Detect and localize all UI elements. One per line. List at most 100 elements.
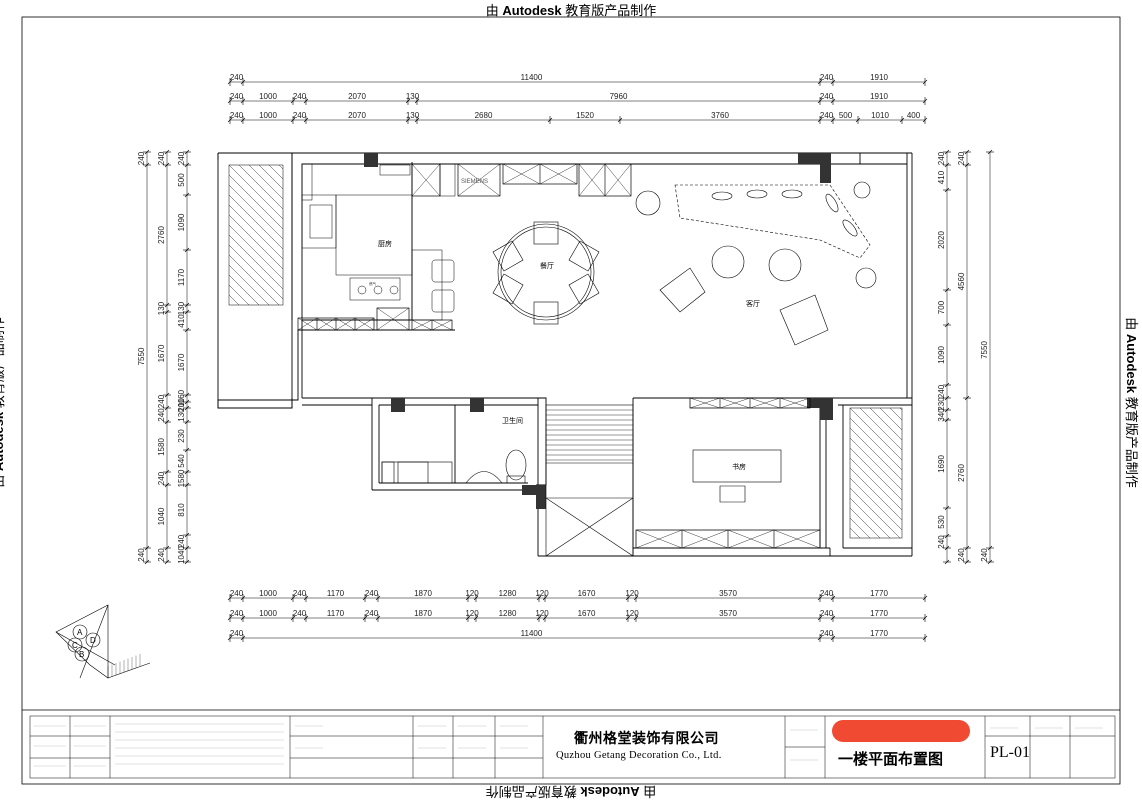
right-dim-text: 340 <box>937 408 946 422</box>
bottom-dim-text: 1770 <box>870 589 888 598</box>
left-dim-text: 2760 <box>157 226 166 244</box>
top-dim-text: 2070 <box>348 111 366 120</box>
left-dim-text: 130 <box>177 408 186 422</box>
bottom-dim-text: 120 <box>625 589 639 598</box>
bottom-dim-text: 240 <box>820 609 834 618</box>
watermark-top: 由 Autodesk 教育版产品制作 <box>485 3 657 18</box>
fridge-brand-label: SIEMENS <box>461 179 488 185</box>
left-dim-text: 1090 <box>177 213 186 231</box>
right-dim-text: 4560 <box>957 272 966 290</box>
right-dim-text: 240 <box>937 384 946 398</box>
right-dim-text: 1090 <box>937 346 946 364</box>
left-dim-text: 1170 <box>177 268 186 286</box>
bottom-dim-text: 120 <box>465 609 479 618</box>
right-dim-text: 530 <box>937 515 946 529</box>
left-dim-text: 1040 <box>177 546 186 564</box>
bottom-dim-text: 240 <box>293 609 307 618</box>
top-dim-text: 1000 <box>259 92 277 101</box>
bottom-dim-text: 1280 <box>499 609 517 618</box>
bottom-dim-text: 120 <box>465 589 479 598</box>
top-dim-text: 1000 <box>259 111 277 120</box>
top-dim-text: 240 <box>293 111 307 120</box>
right-dim-text: 240 <box>937 535 946 549</box>
bottom-dim-text: 240 <box>365 589 379 598</box>
left-dim-text: 1670 <box>177 353 186 371</box>
top-dim-text: 11400 <box>521 73 543 82</box>
top-dim-text: 2680 <box>475 111 493 120</box>
left-dimension-ticks <box>143 149 191 565</box>
left-dim-text: 240 <box>177 151 186 165</box>
bottom-dim-text: 1670 <box>578 589 596 598</box>
room-label-living: 客厅 <box>746 299 760 308</box>
walls <box>217 152 913 557</box>
top-dim-text: 3760 <box>711 111 729 120</box>
right-dim-text: 240 <box>957 548 966 562</box>
company-name-cn: 衢州格堂装饰有限公司 <box>574 731 719 747</box>
right-dimension-ticks <box>943 149 994 565</box>
bottom-dim-text: 1280 <box>499 589 517 598</box>
left-dim-text: 1670 <box>157 344 166 362</box>
right-dim-text: 2760 <box>957 464 966 482</box>
bottom-dim-text: 11400 <box>521 629 543 638</box>
top-dim-text: 500 <box>839 111 853 120</box>
left-dim-text: 130 <box>157 301 166 315</box>
left-dim-text: 240 <box>157 408 166 422</box>
left-dim-text: 200 <box>177 398 186 412</box>
left-dim-text: 410 <box>177 314 186 328</box>
compass-label-c: C <box>72 641 78 650</box>
bottom-dim-text: 3570 <box>719 609 737 618</box>
right-dim-text: 700 <box>937 300 946 314</box>
stove-label: 燃气 <box>369 281 377 286</box>
top-dim-text: 240 <box>820 73 834 82</box>
bottom-dim-text: 240 <box>820 589 834 598</box>
top-dim-text: 240 <box>293 92 307 101</box>
bottom-dim-text: 240 <box>293 589 307 598</box>
drawing-number: PL-01 <box>990 744 1030 761</box>
left-dim-text: 240 <box>137 151 146 165</box>
left-dim-text: 240 <box>157 394 166 408</box>
bottom-dim-text: 120 <box>535 589 549 598</box>
right-dim-text: 1690 <box>937 455 946 473</box>
top-dim-text: 400 <box>907 111 921 120</box>
compass-label-a: A <box>77 628 83 637</box>
right-dim-text: 240 <box>937 151 946 165</box>
bottom-dim-text: 1170 <box>327 609 345 618</box>
left-dim-text: 230 <box>177 429 186 443</box>
right-dim-text: 410 <box>937 170 946 184</box>
bottom-dim-text: 240 <box>230 589 244 598</box>
living-furniture <box>381 181 877 557</box>
bottom-dim-text: 1000 <box>259 609 277 618</box>
bottom-dim-text: 3570 <box>719 589 737 598</box>
top-dim-text: 1910 <box>870 73 888 82</box>
hatched-panels <box>228 164 903 539</box>
top-dim-text: 1010 <box>871 111 889 120</box>
left-dim-text: 130 <box>177 301 186 315</box>
top-dim-text: 240 <box>230 92 244 101</box>
right-dim-text: 240 <box>957 151 966 165</box>
bottom-dim-text: 1770 <box>870 609 888 618</box>
bottom-dim-text: 240 <box>365 609 379 618</box>
dining-table <box>492 221 600 325</box>
top-dim-text: 7960 <box>610 92 628 101</box>
room-label-bathroom: 卫生间 <box>502 416 523 425</box>
left-dim-text: 810 <box>177 503 186 517</box>
bottom-dim-text: 1000 <box>259 589 277 598</box>
columns <box>364 153 833 509</box>
left-dim-text: 240 <box>157 151 166 165</box>
top-dim-text: 2070 <box>348 92 366 101</box>
bottom-dim-text: 1770 <box>870 629 888 638</box>
left-dim-text: 240 <box>177 534 186 548</box>
left-dim-text: 1040 <box>157 507 166 525</box>
company-name-en: Quzhou Getang Decoration Co., Ltd. <box>556 750 722 761</box>
compass-label-d: D <box>90 636 96 645</box>
left-dim-text: 540 <box>177 454 186 468</box>
top-dim-text: 240 <box>230 73 244 82</box>
left-dimensions <box>146 152 188 562</box>
bottom-dim-text: 1870 <box>414 609 432 618</box>
left-dim-text: 500 <box>177 173 186 187</box>
top-dim-text: 240 <box>820 92 834 101</box>
title-block-grid <box>29 715 1116 779</box>
bottom-dim-text: 1670 <box>578 609 596 618</box>
left-dim-text: 1580 <box>157 438 166 456</box>
